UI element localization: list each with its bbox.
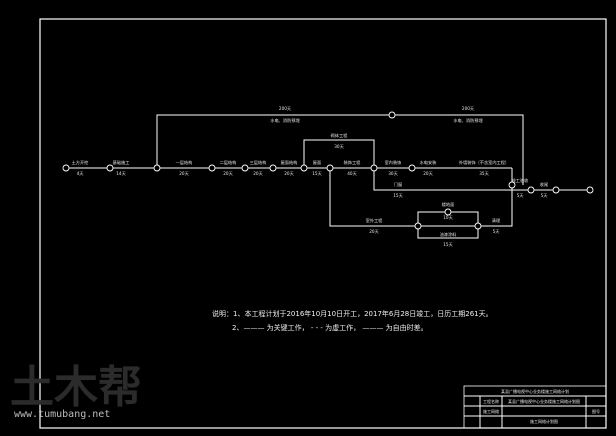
activity-label: 一层结构 — [176, 159, 193, 166]
activity-duration: 30天 — [388, 171, 398, 177]
activity-duration: 14天 — [116, 171, 126, 177]
activity-duration: 5天 — [493, 229, 501, 235]
activity-label: 竣工验收 — [512, 177, 530, 184]
title-block-label: 图号 — [592, 408, 600, 414]
activity-duration: 20天 — [179, 171, 189, 177]
node — [444, 208, 452, 216]
activity-label: 室内装饰 — [385, 159, 402, 166]
title-block: 某县广播电视中心业务楼施工网络计划 工程名称 某县广播电视中心业务楼施工网络计划… — [463, 385, 607, 429]
node — [527, 186, 535, 194]
node — [508, 181, 516, 189]
activity-label: 土方开挖 — [72, 159, 89, 166]
activity-duration: 15天 — [393, 193, 403, 199]
arc-label: 水电、消防预埋 — [453, 117, 483, 124]
title-block-value: 某县广播电视中心业务楼施工网络计划图 — [508, 398, 580, 404]
note-line-2: 2、——— 为关键工作， - - - 为虚工作， ——— 为自由时差。 — [232, 323, 428, 332]
node — [552, 186, 560, 194]
watermark-logo: 土木帮 — [10, 362, 142, 413]
node — [474, 222, 482, 230]
activity-label: 水电安装 — [420, 159, 438, 166]
node — [62, 164, 70, 172]
activity-duration: 20天 — [253, 171, 263, 177]
node — [586, 186, 594, 194]
activity-label: 装饰工程 — [344, 159, 362, 166]
activity-duration: 35天 — [479, 171, 489, 177]
edge-top-arc — [156, 114, 524, 185]
title-block-label: 工程名称 — [483, 398, 499, 404]
activity-label: 基础施工 — [113, 159, 130, 166]
node — [370, 164, 378, 172]
activity-label: 室外工程 — [366, 217, 384, 224]
activity-duration: 20天 — [223, 171, 233, 177]
activity-label: 门窗 — [394, 181, 402, 188]
activity-duration: 5天 — [517, 193, 525, 199]
activity-label: 收尾 — [540, 181, 548, 188]
edge-lower-branch — [329, 168, 418, 227]
activity-duration: 20天 — [369, 229, 379, 235]
activity-duration: 15天 — [312, 171, 322, 177]
node — [388, 111, 396, 119]
title-block-label: 施工网络 — [483, 408, 499, 414]
title-block-value: 施工网络计划图 — [530, 418, 558, 424]
activity-duration: 20天 — [423, 171, 433, 177]
activity-duration: 40天 — [347, 171, 357, 177]
activity-label: 油漆涂料 — [440, 231, 458, 238]
node — [414, 222, 422, 230]
activity-duration: 10天 — [443, 215, 453, 221]
edge-mid-branch — [373, 168, 512, 191]
activity-duration: 15天 — [443, 242, 453, 248]
node — [300, 164, 308, 172]
activity-label: 屋面 — [313, 160, 321, 166]
activity-label: 砌体工程 — [331, 132, 349, 139]
node — [153, 164, 161, 172]
node — [269, 164, 277, 172]
node — [241, 164, 249, 172]
activity-label: 楼地面 — [442, 201, 455, 208]
arc-label: 200天 — [462, 106, 475, 112]
edge-loop-exit — [478, 190, 513, 227]
arc-label: 水电、消防预埋 — [270, 117, 300, 124]
edge-loop-bottom — [417, 226, 479, 239]
watermark-url: www.tumubang.net — [14, 409, 110, 420]
activity-duration: 30天 — [334, 144, 344, 150]
activity-label: 屋面结构 — [281, 159, 298, 166]
activity-duration: 20天 — [284, 171, 294, 177]
node — [208, 164, 216, 172]
note-line-1: 说明：1、本工程计划于2016年10月10日开工，2017年6月28日竣工，日历… — [212, 309, 493, 318]
activity-duration: 4天 — [77, 171, 85, 177]
activity-duration: 5天 — [541, 193, 549, 199]
activity-label: 外墙装饰（不含室内工程） — [459, 159, 509, 166]
activity-label: 清理 — [492, 217, 501, 224]
arc-label: 200天 — [279, 106, 292, 112]
activity-label: 二层结构 — [220, 159, 237, 166]
node — [408, 164, 416, 172]
node — [326, 164, 334, 172]
title-block-project: 某县广播电视中心业务楼施工网络计划 — [501, 388, 569, 394]
edge-upper-branch — [303, 139, 375, 168]
activity-label: 三层结构 — [250, 159, 267, 166]
node — [106, 164, 114, 172]
drawing-frame — [39, 18, 607, 429]
